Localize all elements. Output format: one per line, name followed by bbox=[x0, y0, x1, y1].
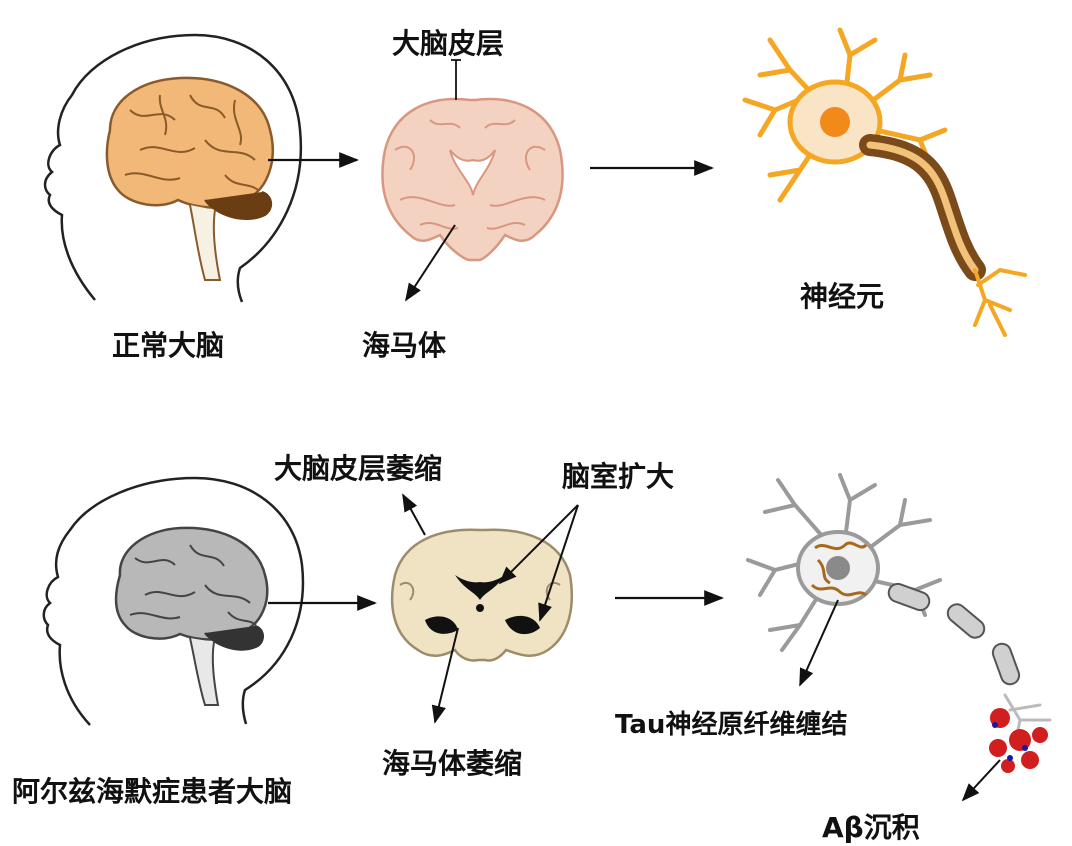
cortex-atrophy-label: 大脑皮层萎缩 bbox=[274, 447, 442, 487]
hippocampus-label: 海马体 bbox=[362, 324, 446, 364]
abeta-pointer bbox=[963, 760, 1000, 800]
ad-brain-label: 阿尔兹海默症患者大脑 bbox=[12, 770, 292, 810]
cortex-atrophy-pointer bbox=[403, 495, 425, 535]
cortex-label: 大脑皮层 bbox=[392, 22, 504, 62]
normal-slice-icon bbox=[382, 99, 562, 260]
normal-neuron-icon bbox=[745, 30, 1025, 335]
abeta-label: Aβ沉积 bbox=[822, 806, 920, 846]
tau-label: Tau神经原纤维缠结 bbox=[615, 704, 847, 741]
hippocampus-atrophy-label: 海马体萎缩 bbox=[382, 742, 522, 782]
ad-slice-icon bbox=[392, 530, 572, 661]
normal-brain-icon bbox=[107, 78, 273, 280]
ad-brain-icon bbox=[116, 528, 267, 705]
ventricle-enlarge-label: 脑室扩大 bbox=[562, 455, 674, 495]
normal-brain-label: 正常大脑 bbox=[112, 324, 224, 364]
neuron-label: 神经元 bbox=[800, 275, 884, 315]
